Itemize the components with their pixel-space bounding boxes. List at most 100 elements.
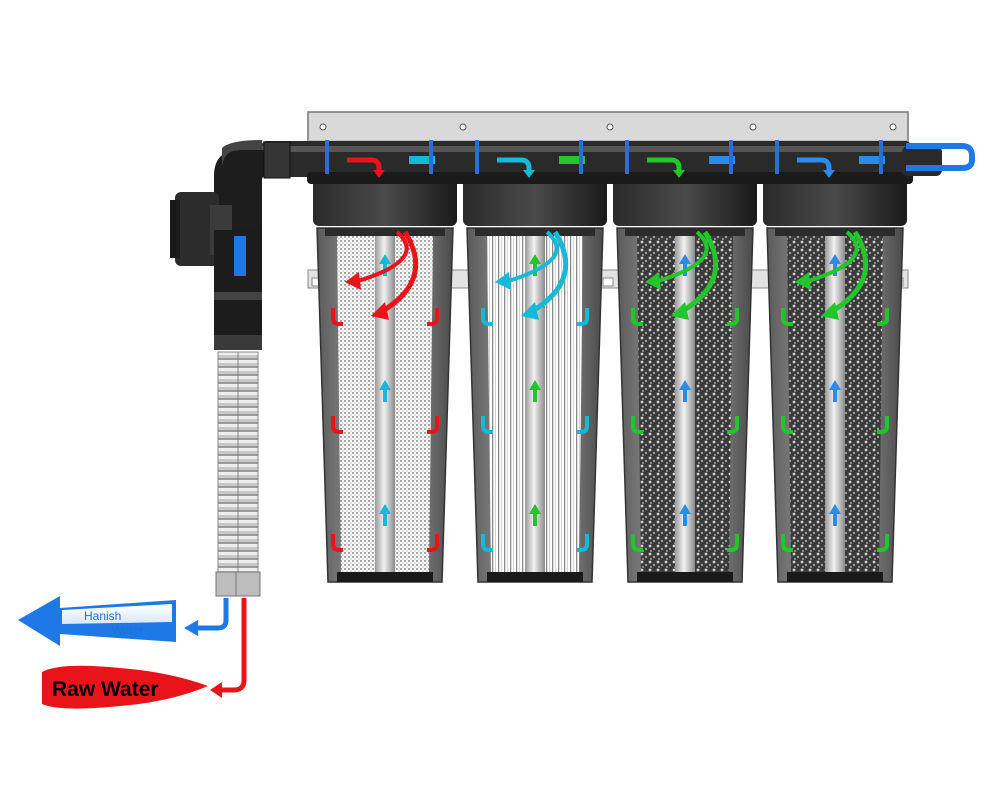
- filter-head: [763, 178, 907, 226]
- filter-end-cap: [787, 572, 883, 582]
- flow-arrow-icon: [577, 416, 589, 434]
- flow-arrow-icon: [671, 302, 689, 320]
- filter-head-ring: [457, 172, 613, 184]
- flow-arrow-icon: [427, 308, 439, 326]
- flow-arrow-icon: [427, 534, 439, 552]
- flow-arrow-icon: [379, 504, 391, 514]
- flow-arrow-icon: [821, 302, 839, 320]
- flow-arrow-icon: [679, 504, 691, 514]
- hanish-water-label-line2: Water: [112, 623, 144, 637]
- flow-arrow-icon: [533, 388, 537, 402]
- filter-stage-carbon-filter-1: [607, 140, 763, 583]
- flow-arrow-icon: [379, 254, 391, 264]
- outlet-loop: [902, 143, 975, 176]
- filter-head-ring: [307, 172, 463, 184]
- manifold-flow-arrow: [859, 156, 885, 164]
- flow-arrow-icon: [829, 254, 841, 264]
- flow-arrow-icon: [529, 504, 541, 514]
- manifold-marker: [579, 140, 583, 174]
- flow-arrow-icon: [804, 230, 859, 284]
- filter-core-tube: [525, 236, 545, 574]
- manifold-marker: [325, 140, 329, 174]
- flow-arrow-icon: [379, 380, 391, 390]
- flow-arrow-icon: [679, 254, 691, 264]
- flow-arrow-icon: [577, 308, 589, 326]
- manifold-marker: [429, 140, 433, 174]
- flow-arrow-icon: [683, 388, 687, 402]
- flex-hose-inlet: [235, 351, 261, 597]
- inlet-arrow-icon: [210, 682, 222, 698]
- flex-hose-outlet: [215, 351, 241, 597]
- flow-arrow-icon: [521, 302, 539, 320]
- filter-end-cap: [637, 572, 733, 582]
- flow-arrow-icon: [781, 534, 793, 552]
- flow-arrow-icon: [631, 534, 643, 552]
- filter-head: [313, 178, 457, 226]
- flow-arrow-icon: [645, 272, 661, 290]
- flow-arrow-icon: [877, 416, 889, 434]
- flow-arrow-icon: [529, 230, 569, 315]
- manifold-marker: [475, 140, 479, 174]
- flow-arrow-icon: [631, 416, 643, 434]
- flow-arrow-icon: [833, 388, 837, 402]
- filter-stage-sediment-filter: [307, 140, 463, 583]
- manifold-flow-arrow: [497, 157, 532, 172]
- flow-arrow-icon: [654, 230, 709, 284]
- flow-arrow-icon: [877, 534, 889, 552]
- flow-arrow-icon: [683, 512, 687, 526]
- manifold-marker: [729, 140, 733, 174]
- manifold-marker: [625, 140, 629, 174]
- flow-arrow-icon: [877, 308, 889, 326]
- filter-stage-pleated-filter: [457, 140, 613, 583]
- manifold-pipe: [262, 141, 910, 177]
- manifold-flow-arrow: [709, 156, 735, 164]
- filter-head: [463, 178, 607, 226]
- filter-stages: [307, 140, 913, 583]
- flow-arrow-icon: [833, 512, 837, 526]
- flow-arrow-icon: [823, 170, 835, 178]
- flow-arrow-icon: [331, 308, 343, 326]
- manifold-flow-arrow: [347, 157, 382, 172]
- flow-arrow-icon: [504, 230, 559, 284]
- filter-head: [613, 178, 757, 226]
- manifold-flow-arrow: [409, 156, 435, 164]
- flow-arrow-icon: [781, 416, 793, 434]
- flow-arrow-icon: [679, 230, 719, 315]
- flow-arrow-icon: [577, 534, 589, 552]
- flow-arrow-icon: [354, 230, 409, 284]
- flow-arrow-icon: [379, 230, 419, 315]
- flow-arrow-icon: [829, 230, 869, 315]
- flow-arrow-icon: [727, 534, 739, 552]
- flow-arrow-icon: [829, 380, 841, 390]
- flow-arrow-icon: [673, 170, 685, 178]
- flow-arrow-icon: [727, 308, 739, 326]
- filter-stage-carbon-filter-2: [757, 140, 913, 583]
- flow-arrow-icon: [495, 272, 511, 290]
- raw-water-label: Raw Water: [52, 678, 159, 701]
- valve-body: [214, 230, 262, 350]
- flow-arrow-icon: [427, 416, 439, 434]
- bowl-collar: [325, 228, 445, 236]
- filter-head-ring: [607, 172, 763, 184]
- flow-arrow-icon: [533, 512, 537, 526]
- flow-arrow-icon: [383, 388, 387, 402]
- flow-arrow-icon: [481, 308, 493, 326]
- filter-end-cap: [487, 572, 583, 582]
- outlet-water-arrow: [18, 596, 229, 646]
- hanish-water-label-line1: Hanish: [84, 609, 121, 623]
- flow-arrow-icon: [373, 170, 385, 178]
- flow-arrow-icon: [371, 302, 389, 320]
- flow-arrow-icon: [781, 308, 793, 326]
- flow-arrow-icon: [523, 170, 535, 178]
- flow-arrow-icon: [383, 512, 387, 526]
- flow-arrow-icon: [331, 416, 343, 434]
- flow-arrow-icon: [529, 254, 541, 264]
- bowl-collar: [775, 228, 895, 236]
- flow-arrow-icon: [679, 380, 691, 390]
- filter-core-tube: [675, 236, 695, 574]
- flow-arrow-icon: [829, 504, 841, 514]
- flow-arrow-icon: [727, 416, 739, 434]
- manifold-marker: [775, 140, 779, 174]
- flow-arrow-icon: [345, 272, 361, 290]
